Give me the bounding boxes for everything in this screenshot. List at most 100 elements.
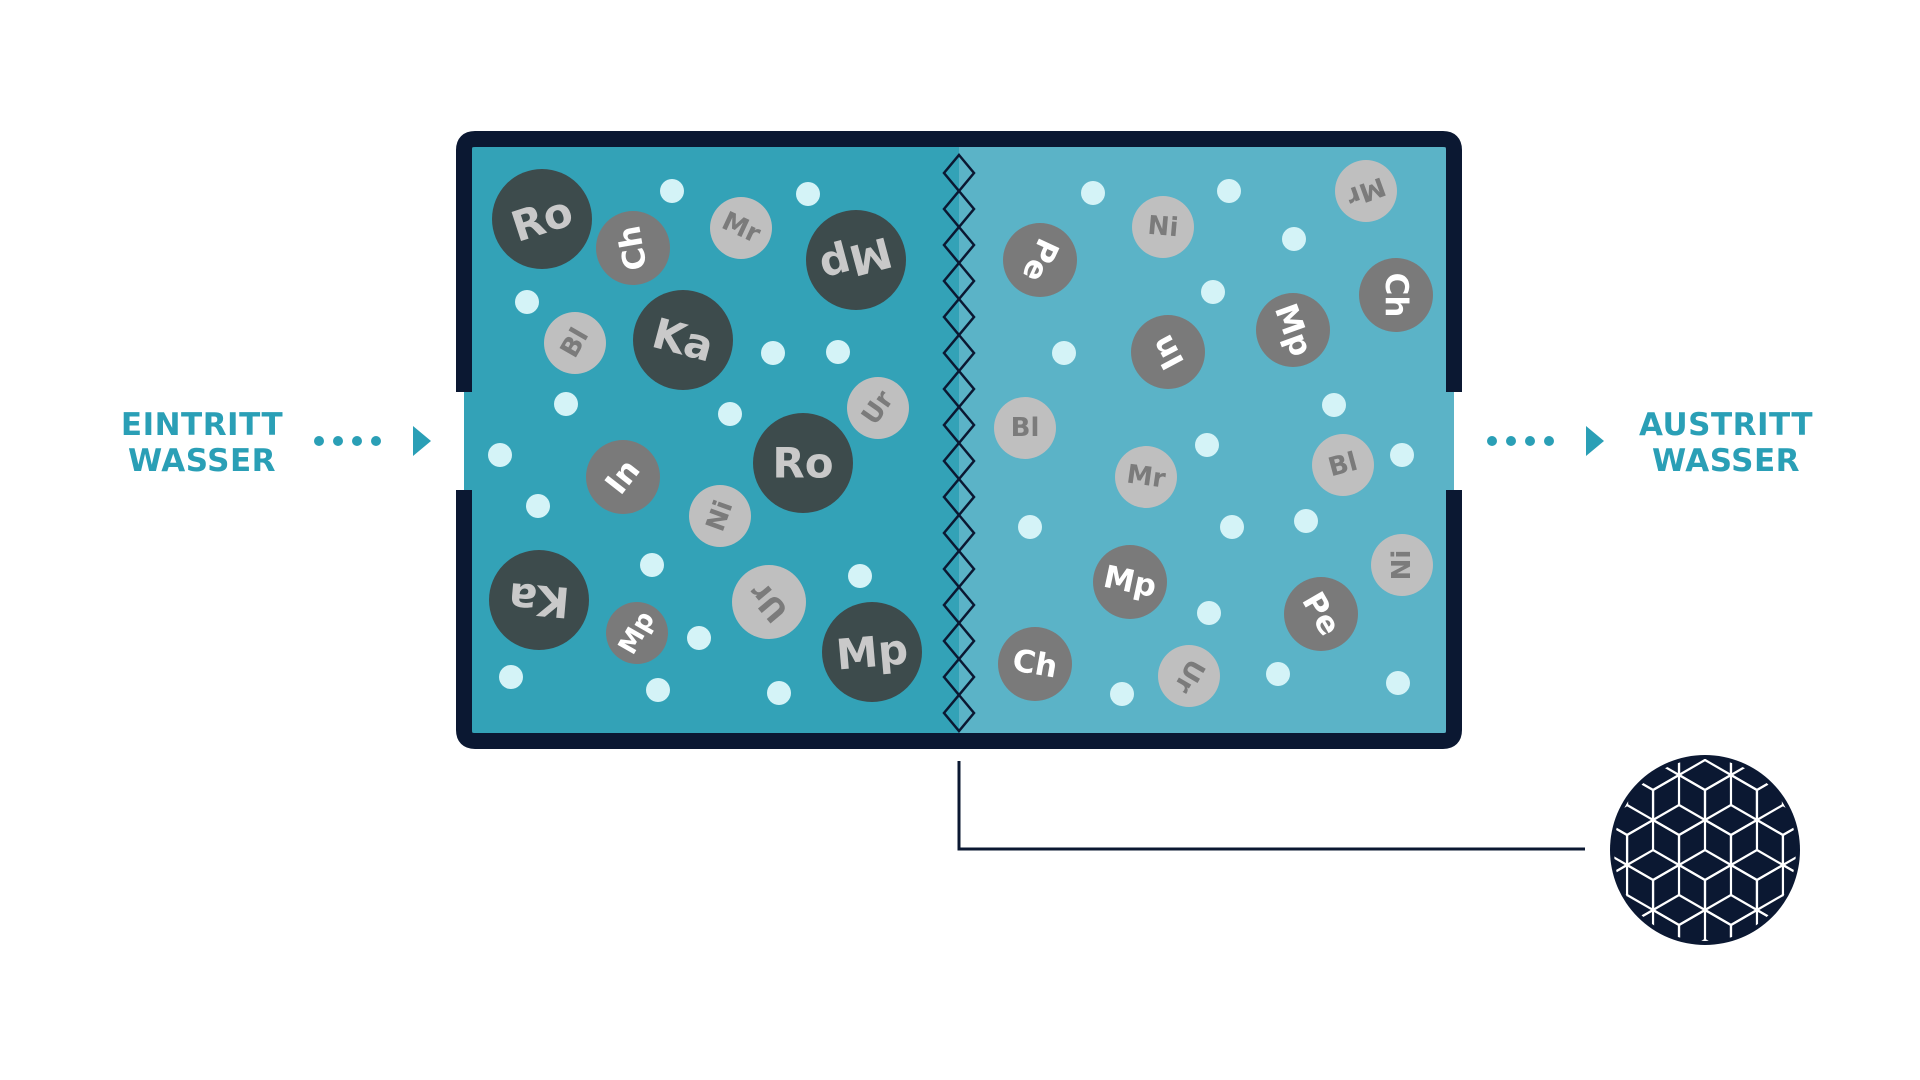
lattice-edge: [1887, 850, 1913, 865]
water-molecule: [796, 182, 820, 206]
lattice-edge: [1861, 760, 1887, 775]
lattice-edge: [1756, 939, 1784, 941]
lattice-edge: [1705, 715, 1731, 730]
lattice-edge: [1730, 939, 1758, 941]
lattice-edge: [1652, 804, 1680, 821]
lattice-edge: [1809, 940, 1835, 955]
lattice-edge: [1861, 670, 1887, 685]
contaminant-label: Ni: [1387, 550, 1417, 581]
lattice-edge: [1549, 760, 1575, 775]
lattice-hexagon: [1614, 759, 1629, 792]
lattice-edge: [1704, 894, 1732, 911]
inlet-label-line-2: WASSER: [127, 443, 277, 479]
water-molecule: [640, 553, 664, 577]
lattice-edge: [1705, 1030, 1731, 1045]
lattice-hexagon: [1809, 775, 1861, 835]
lattice-edge: [1704, 759, 1732, 776]
lattice-edge: [1626, 849, 1654, 866]
lattice-hexagon: [1471, 640, 1523, 700]
lattice-edge: [1704, 849, 1732, 866]
contaminant-particle: Pe: [1284, 577, 1358, 651]
water-molecule: [499, 665, 523, 689]
lattice-edge: [1809, 1030, 1835, 1045]
contaminant-label: Mr: [1125, 459, 1168, 494]
contaminant-particle: Mr: [1115, 446, 1177, 508]
lattice-edge: [1913, 850, 1920, 865]
contaminant-particle: Pe: [1003, 223, 1077, 297]
water-molecule: [1217, 179, 1241, 203]
lattice-edge: [1756, 849, 1784, 866]
lattice-edge: [1653, 985, 1679, 1000]
water-molecule: [761, 341, 785, 365]
contaminant-circle: [998, 627, 1072, 701]
arrow-dot: [333, 436, 343, 446]
lattice-edge: [1731, 670, 1757, 685]
contaminant-circle: [1371, 534, 1433, 596]
tank-frame: [456, 131, 1462, 749]
contaminant-particle: Ni: [689, 485, 751, 547]
arrow-dot: [1487, 436, 1497, 446]
lattice-edge: [1730, 894, 1758, 911]
lattice-hexagon: [1549, 865, 1601, 925]
contaminant-particle: Ur: [1158, 645, 1220, 707]
lattice-hexagon: [1523, 730, 1575, 790]
lattice-edge: [1887, 895, 1913, 910]
lattice-edge: [1471, 940, 1497, 955]
contaminant-label: Bl: [1011, 413, 1040, 443]
water-molecule: [1266, 662, 1290, 686]
lattice-edge: [1809, 670, 1835, 685]
lattice-edge: [1913, 760, 1920, 775]
lattice-edge: [1835, 985, 1861, 1000]
lattice-edge: [1523, 940, 1549, 955]
water-molecule: [660, 179, 684, 203]
lattice-hexagon: [1809, 865, 1861, 925]
lattice-edge: [1575, 1030, 1601, 1045]
lattice-hexagon: [1523, 640, 1575, 700]
contaminant-label: Ka: [507, 573, 572, 627]
lattice-edge: [1549, 1030, 1575, 1045]
arrow-dot: [1525, 436, 1535, 446]
lattice-hexagon: [1679, 1000, 1731, 1060]
contaminant-circle: [732, 565, 806, 639]
lattice-edge: [1653, 1030, 1679, 1045]
lattice-edge: [1678, 849, 1706, 866]
contaminant-circle: [689, 485, 751, 547]
lattice-edge: [1705, 670, 1731, 685]
water-molecule: [1201, 280, 1225, 304]
lattice-edge: [1575, 805, 1601, 820]
water-molecule: [687, 626, 711, 650]
lattice-hexagon: [1549, 775, 1601, 835]
contaminant-circle: [489, 550, 589, 650]
lattice-hexagon: [1575, 1000, 1627, 1060]
lattice-edge: [1575, 850, 1601, 865]
lattice-hexagon: [1471, 910, 1523, 970]
contaminant-particle: Ka: [633, 290, 733, 390]
contaminant-label: Ro: [772, 439, 833, 488]
lattice-edge: [1809, 895, 1835, 910]
lattice-edge: [1523, 985, 1549, 1000]
lattice-edge: [1523, 1030, 1549, 1045]
contaminant-circle: [1093, 545, 1167, 619]
lattice-edge: [1627, 985, 1653, 1000]
lattice-edge: [1835, 895, 1861, 910]
water-molecule: [767, 681, 791, 705]
water-molecule: [526, 494, 550, 518]
water-molecule: [1220, 515, 1244, 539]
lattice-edge: [1678, 894, 1706, 911]
lattice-hexagon: [1861, 775, 1913, 835]
lattice-edge: [1652, 849, 1680, 866]
lattice-edge: [1601, 1030, 1627, 1045]
lattice-hexagon: [1835, 730, 1887, 790]
contaminant-circle: [847, 377, 909, 439]
contaminant-circle: [586, 440, 660, 514]
contaminant-particle: Mp: [822, 602, 922, 702]
contaminant-circle: [806, 210, 906, 310]
contaminant-particle: Mr: [710, 197, 772, 259]
lattice-hexagon: [1781, 908, 1796, 941]
lattice-edge: [1861, 985, 1887, 1000]
lattice-edge: [1471, 670, 1497, 685]
lattice-hexagon: [1887, 640, 1920, 700]
lattice-hexagon: [1549, 685, 1601, 745]
contaminant-particle: Ur: [847, 377, 909, 439]
